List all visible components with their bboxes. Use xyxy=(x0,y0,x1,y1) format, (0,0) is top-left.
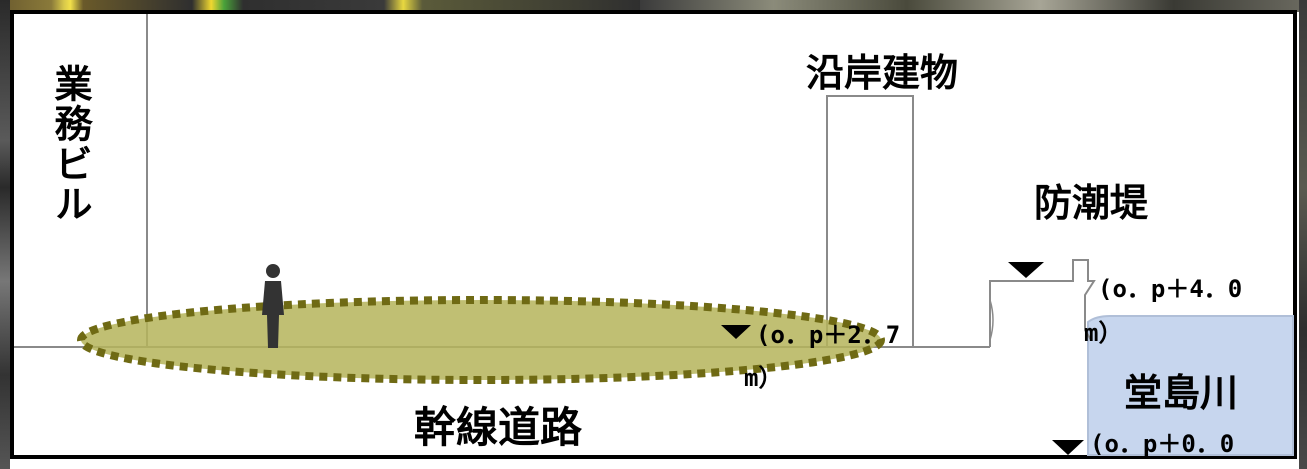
person-silhouette-icon xyxy=(262,264,284,348)
road-level-text-line1: (o．p＋2．7 xyxy=(756,321,901,349)
background-photo-strip-top-right xyxy=(640,0,1307,12)
seawall-base-curve xyxy=(989,299,994,341)
seawall-label: 防潮堤 xyxy=(1034,181,1149,225)
seawall-level-text-line2: m） xyxy=(1084,319,1123,347)
office-building-label: 業務ビル xyxy=(48,64,92,224)
seawall-outline xyxy=(989,259,1096,347)
road-level-text-line2: m） xyxy=(744,364,783,392)
background-photo-strip-left xyxy=(0,0,10,469)
coastal-building-outline xyxy=(826,95,914,347)
triangle-down-icon xyxy=(1052,440,1084,455)
river-level-text-line1: (o．p＋0．0 xyxy=(1090,430,1235,458)
seawall-level-text-line1: (o．p＋4．0 xyxy=(1098,275,1243,303)
arterial-road-area xyxy=(77,296,885,384)
triangle-down-icon xyxy=(1008,262,1044,278)
river-label: 堂島川 xyxy=(1124,371,1239,415)
arterial-road-label: 幹線道路 xyxy=(414,403,583,452)
cross-section-panel xyxy=(10,10,1297,459)
background-photo-strip-top-left xyxy=(0,0,640,12)
coastal-building-label: 沿岸建物 xyxy=(806,51,959,95)
river-water xyxy=(1087,315,1294,456)
triangle-down-icon xyxy=(721,325,751,339)
background-photo-strip-right xyxy=(1299,0,1307,469)
